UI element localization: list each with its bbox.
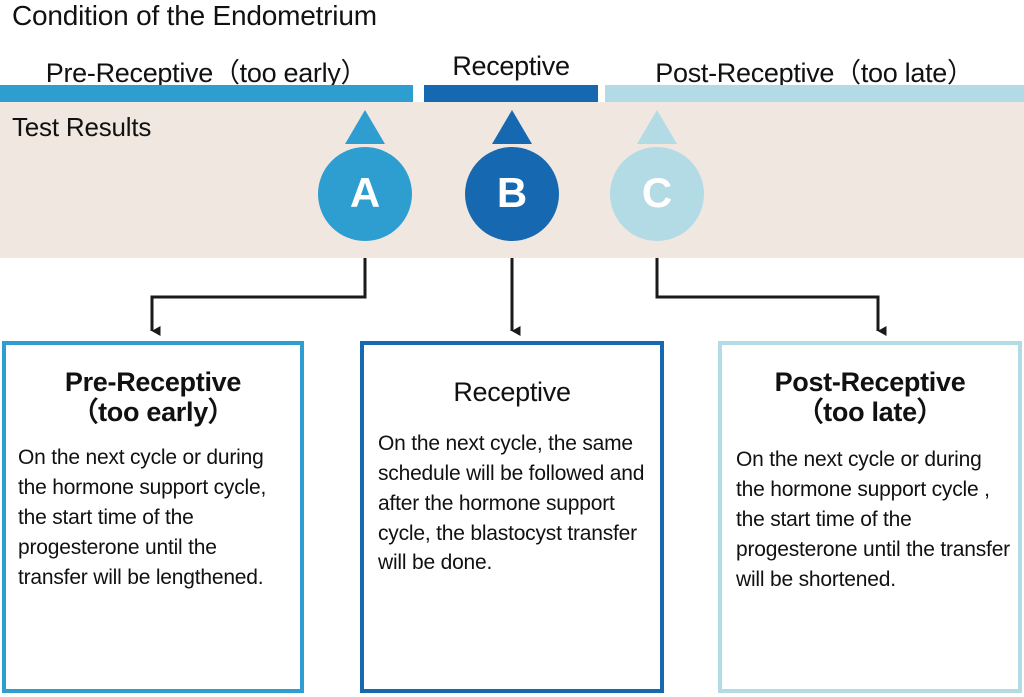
marker-letter-a: A [349, 169, 381, 216]
result-marker-c: C [607, 110, 707, 245]
marker-circle-b: B [465, 147, 559, 241]
result-box-post-receptive: Post-Receptive （too late） On the next cy… [718, 341, 1022, 693]
phase-bar-receptive [424, 85, 598, 102]
result-box-body-post-receptive: On the next cycle or during the hormone … [736, 448, 1010, 591]
marker-triangle-c [637, 110, 677, 144]
phase-bar-post-receptive [605, 85, 1024, 102]
result-marker-a: A [315, 110, 415, 245]
marker-letter-b: B [496, 169, 528, 216]
phase-label-receptive: Receptive [452, 51, 570, 81]
result-box-body-receptive: On the next cycle, the same schedule wil… [378, 432, 645, 575]
marker-triangle-b [492, 110, 532, 144]
result-box-title-line1-pre: Pre-Receptive [64, 367, 242, 397]
marker-circle-c: C [610, 147, 704, 241]
result-box-pre-receptive: Pre-Receptive （too early） On the next cy… [2, 341, 304, 693]
marker-circle-a: A [318, 147, 412, 241]
result-box-title-line1-rec: Receptive [453, 377, 571, 407]
result-box-title-line1-post: Post-Receptive [774, 367, 966, 397]
result-box-title-line2-post: （too late） [796, 397, 944, 428]
result-box-body-pre-receptive: On the next cycle or during the hormone … [18, 446, 267, 589]
result-box-title-receptive: Receptive [374, 377, 650, 407]
page-title: Condition of the Endometrium [12, 0, 377, 31]
result-marker-b: B [462, 110, 562, 245]
result-box-title-post-receptive: Post-Receptive （too late） [732, 367, 1008, 427]
result-box-title-pre-receptive: Pre-Receptive （too early） [16, 367, 290, 427]
result-box-receptive: Receptive On the next cycle, the same sc… [360, 341, 664, 693]
phase-bar-pre-receptive [0, 85, 413, 102]
result-box-title-line2-pre: （too early） [71, 397, 235, 428]
connector-a-to-pre-receptive-box [150, 258, 367, 336]
marker-letter-c: C [641, 169, 673, 216]
connector-c-to-post-receptive-box [655, 258, 887, 336]
marker-triangle-a [345, 110, 385, 144]
phase-label-pre-receptive: Pre-Receptive（too early） [45, 58, 368, 88]
phase-label-post-receptive: Post-Receptive（too late） [655, 58, 974, 88]
test-results-label: Test Results [12, 112, 152, 142]
